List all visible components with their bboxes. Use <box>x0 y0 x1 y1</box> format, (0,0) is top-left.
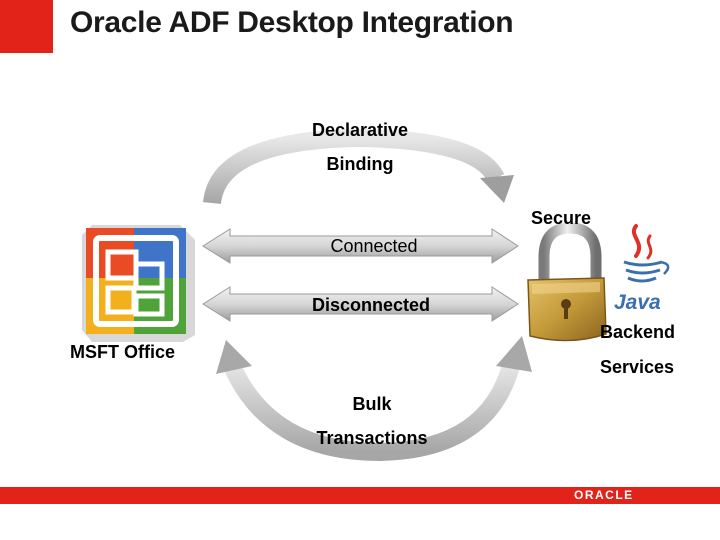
top-arc-label-line2: Binding <box>326 154 394 174</box>
footer-bar <box>0 487 720 504</box>
header-red-block <box>0 0 53 53</box>
java-logo-icon: Java <box>614 224 670 314</box>
office-logo-icon <box>82 225 195 342</box>
padlock-icon <box>527 222 607 342</box>
connected-label: Connected <box>330 236 418 256</box>
java-logo-text: Java <box>614 291 661 314</box>
disconnected-label: Disconnected <box>311 295 431 315</box>
disconnected-arrow <box>202 286 519 322</box>
slide-title: Oracle ADF Desktop Integration <box>70 6 514 39</box>
backend-label-line1: Backend <box>600 322 676 342</box>
oracle-logo: ORACLE <box>574 488 634 502</box>
bottom-arc-label-line2: Transactions <box>316 428 428 448</box>
connected-arrow <box>202 228 519 264</box>
bottom-arc-arrow <box>216 336 532 462</box>
top-arc-label-line1: Declarative <box>311 120 409 140</box>
top-arc-arrow <box>203 128 514 205</box>
backend-label-line2: Services <box>600 357 675 377</box>
secure-label: Secure <box>531 208 592 228</box>
office-label: MSFT Office <box>70 342 176 362</box>
bottom-arc-label-line1: Bulk <box>352 394 392 414</box>
